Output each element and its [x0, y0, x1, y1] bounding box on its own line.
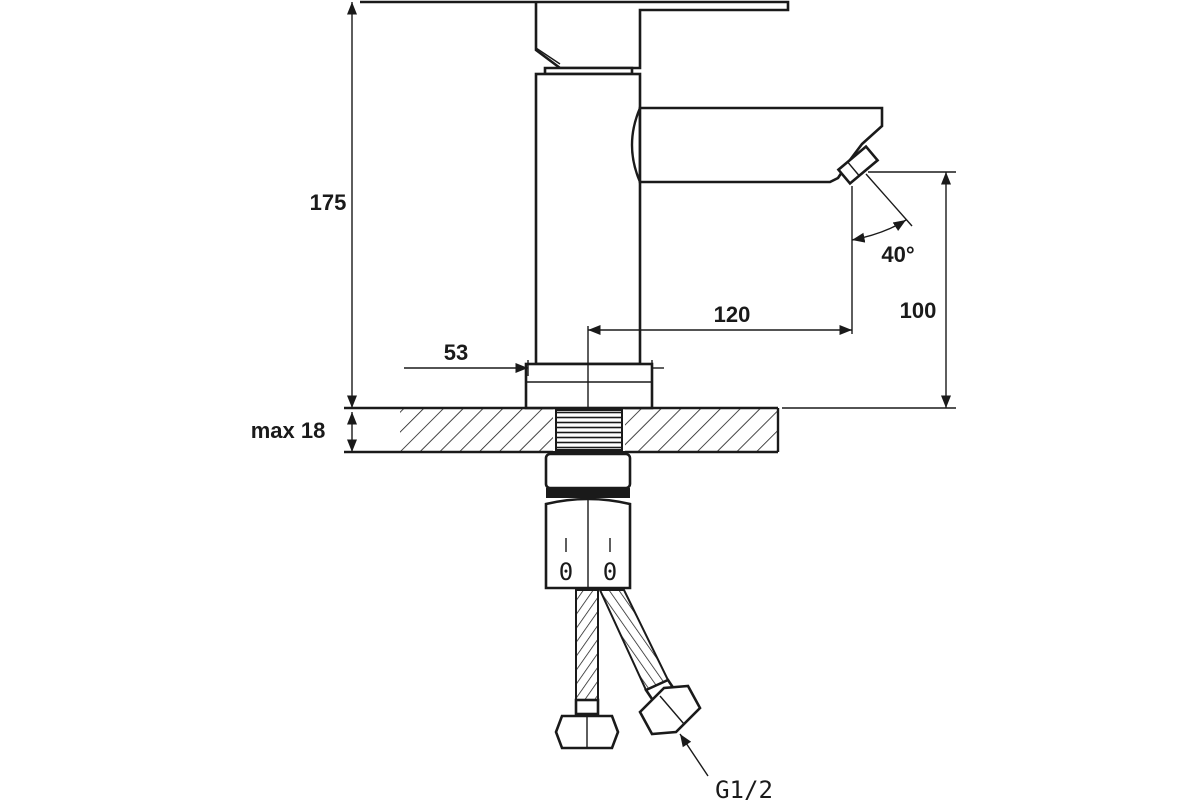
svg-text:0: 0	[603, 558, 617, 586]
hose-left	[554, 589, 620, 750]
svg-text:53: 53	[444, 340, 468, 365]
thread-callout: G1/2	[679, 733, 773, 800]
dimension-max-countertop: max 18	[251, 412, 358, 452]
dimension-aerator-angle: 40°	[851, 173, 915, 267]
svg-text:G1/2: G1/2	[715, 776, 773, 800]
dimension-base-diameter: 53	[404, 340, 664, 376]
mounting-assembly: 0 0	[544, 452, 632, 590]
faucet-body	[360, 0, 884, 410]
dimension-spout-reach: 120	[587, 186, 853, 408]
handle-lever	[360, 0, 790, 70]
svg-text:0: 0	[559, 558, 573, 586]
faucet-column	[534, 72, 642, 366]
aerator	[836, 144, 880, 186]
supply-hoses	[554, 589, 702, 750]
dimension-total-height: 175	[310, 2, 358, 408]
svg-text:175: 175	[310, 190, 347, 215]
nut-mark-left: 0	[559, 538, 573, 586]
countertop	[344, 406, 780, 454]
svg-text:100: 100	[900, 298, 937, 323]
dimension-spout-height: 100	[782, 171, 956, 409]
faucet-base	[524, 362, 654, 410]
svg-text:120: 120	[714, 302, 751, 327]
svg-text:40°: 40°	[881, 242, 914, 267]
nut-mark-right: 0	[603, 538, 617, 586]
svg-text:max 18: max 18	[251, 418, 326, 443]
hose-right	[598, 589, 702, 736]
